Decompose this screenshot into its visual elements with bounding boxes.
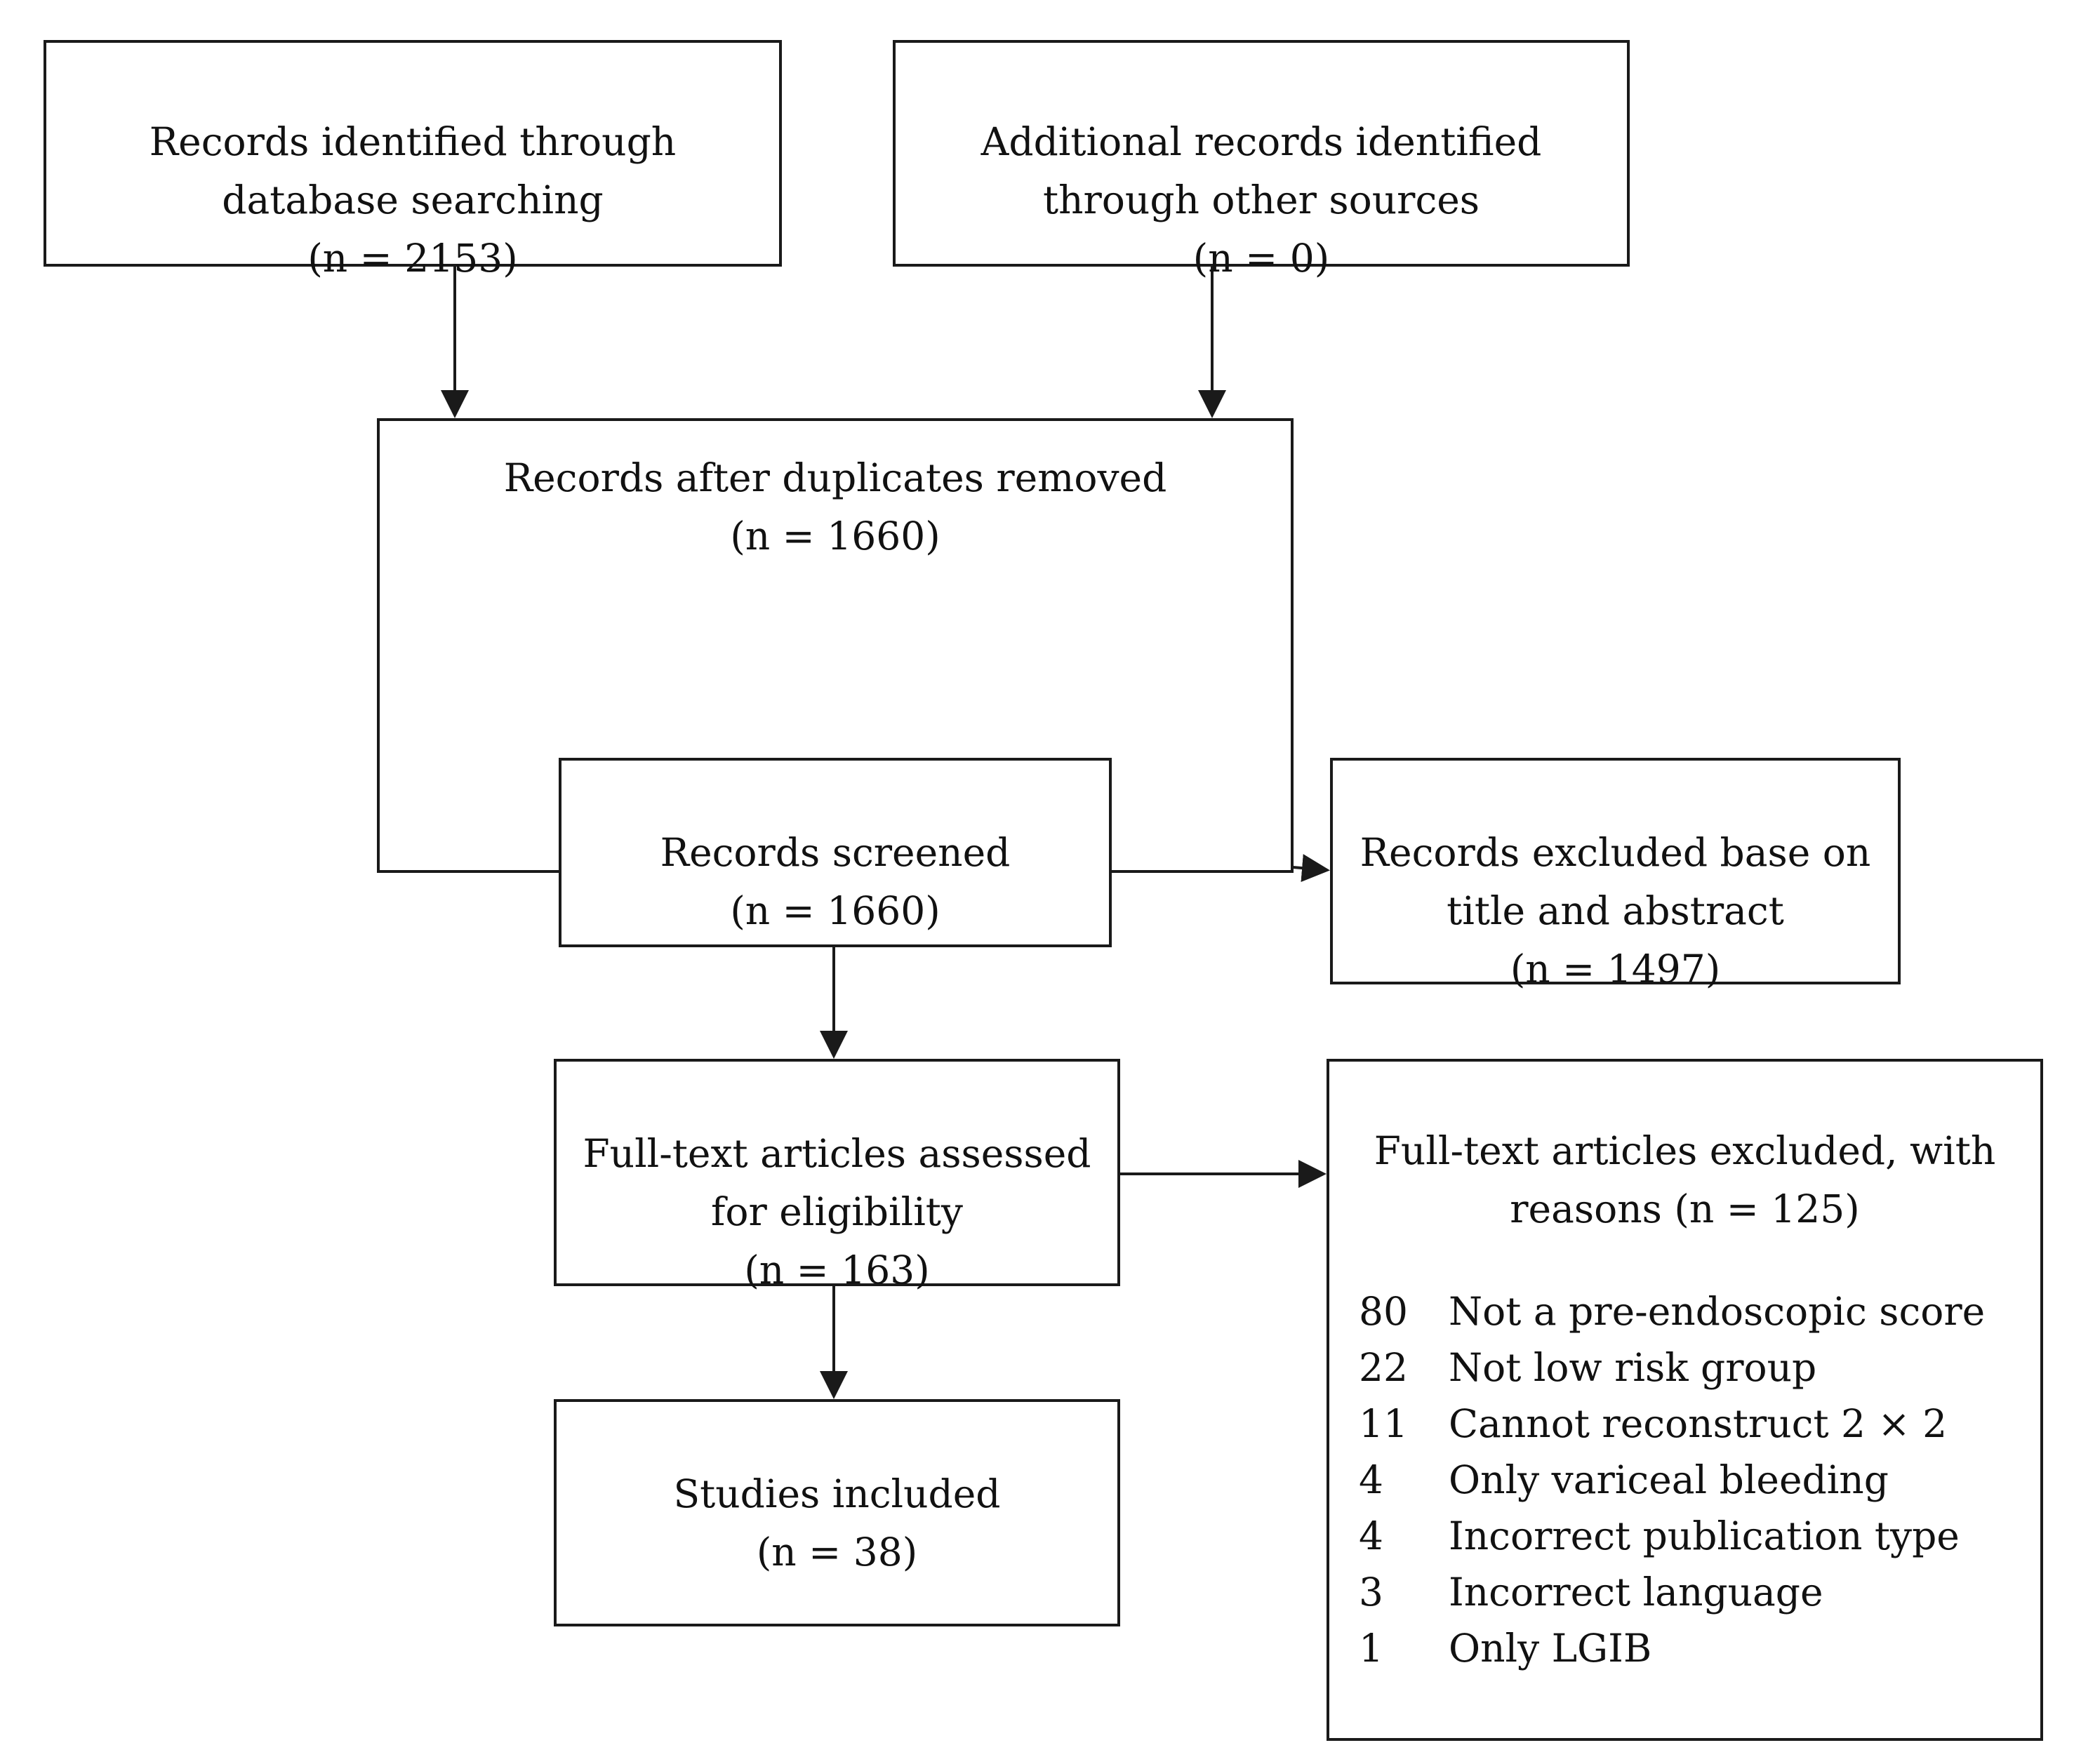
reason-row: 22 Not low risk group <box>1329 1339 2040 1396</box>
exclusion-reasons-list: 80 Not a pre-endoscopic score 22 Not low… <box>1329 1283 2040 1676</box>
identified-db-line-2: database searching <box>222 178 604 222</box>
fulltext-excluded-line-1: Full-text articles excluded, with <box>1374 1128 1996 1173</box>
screened-line-1: Records screened <box>660 830 1011 875</box>
reason-row: 80 Not a pre-endoscopic score <box>1329 1283 2040 1339</box>
included-line-1: Studies included <box>673 1471 1001 1516</box>
reason-label: Not a pre-endoscopic score <box>1449 1289 1986 1334</box>
after-duplicates-text: Records after duplicates removed (n = 16… <box>377 418 1294 607</box>
after-duplicates-line-1: Records after duplicates removed <box>503 455 1167 500</box>
reason-count: 4 <box>1359 1514 1383 1558</box>
included-line-2: (n = 38) <box>756 1530 918 1575</box>
reason-row: 3 Incorrect language <box>1329 1564 2040 1620</box>
reason-row: 4 Only variceal bleeding <box>1329 1452 2040 1508</box>
fulltext-excluded-line-2: reasons (n = 125) <box>1510 1187 1860 1231</box>
box-fulltext-assessed: Full-text articles assessed for eligibil… <box>554 1059 1120 1292</box>
box-fulltext-excluded: Full-text articles excluded, with reason… <box>1327 1059 2043 1741</box>
fulltext-assessed-line-1: Full-text articles assessed <box>583 1131 1091 1176</box>
identified-other-line-3: (n = 0) <box>1192 236 1330 281</box>
box-identified-db: Records identified through database sear… <box>44 40 782 281</box>
reason-row: 4 Incorrect publication type <box>1329 1508 2040 1564</box>
box-excluded-title-abstract: Records excluded base on title and abstr… <box>1330 758 1901 991</box>
identified-other-line-2: through other sources <box>1042 178 1480 222</box>
fulltext-assessed-line-2: for eligibility <box>711 1189 963 1234</box>
excluded-title-abstract-line-2: title and abstract <box>1447 888 1784 933</box>
identified-other-line-1: Additional records identified <box>981 119 1542 164</box>
reason-label: Incorrect publication type <box>1449 1514 1960 1558</box>
reason-label: Only LGIB <box>1449 1626 1652 1671</box>
reason-row: 1 Only LGIB <box>1329 1620 2040 1676</box>
excluded-title-abstract-line-1: Records excluded base on <box>1360 830 1871 875</box>
box-screened: Records screened (n = 1660) <box>559 758 1112 947</box>
screened-line-2: (n = 1660) <box>730 888 940 933</box>
reason-count: 11 <box>1359 1401 1408 1446</box>
excluded-title-abstract-line-3: (n = 1497) <box>1510 947 1721 991</box>
reason-label: Incorrect language <box>1449 1570 1823 1615</box>
reason-row: 11 Cannot reconstruct 2 × 2 <box>1329 1396 2040 1452</box>
fulltext-assessed-line-3: (n = 163) <box>744 1248 930 1292</box>
reason-count: 1 <box>1359 1626 1383 1671</box>
reason-label: Only variceal bleeding <box>1449 1457 1889 1502</box>
box-included: Studies included (n = 38) <box>554 1399 1120 1626</box>
reason-count: 3 <box>1359 1570 1383 1615</box>
identified-db-line-1: Records identified through <box>149 119 677 164</box>
reason-label: Cannot reconstruct 2 × 2 <box>1449 1401 1948 1446</box>
after-duplicates-line-2: (n = 1660) <box>730 514 940 559</box>
reason-label: Not low risk group <box>1449 1345 1817 1390</box>
reason-count: 80 <box>1359 1289 1408 1334</box>
box-identified-other: Additional records identified through ot… <box>893 40 1630 281</box>
reason-count: 4 <box>1359 1457 1383 1502</box>
identified-db-line-3: (n = 2153) <box>307 236 518 281</box>
reason-count: 22 <box>1359 1345 1408 1390</box>
